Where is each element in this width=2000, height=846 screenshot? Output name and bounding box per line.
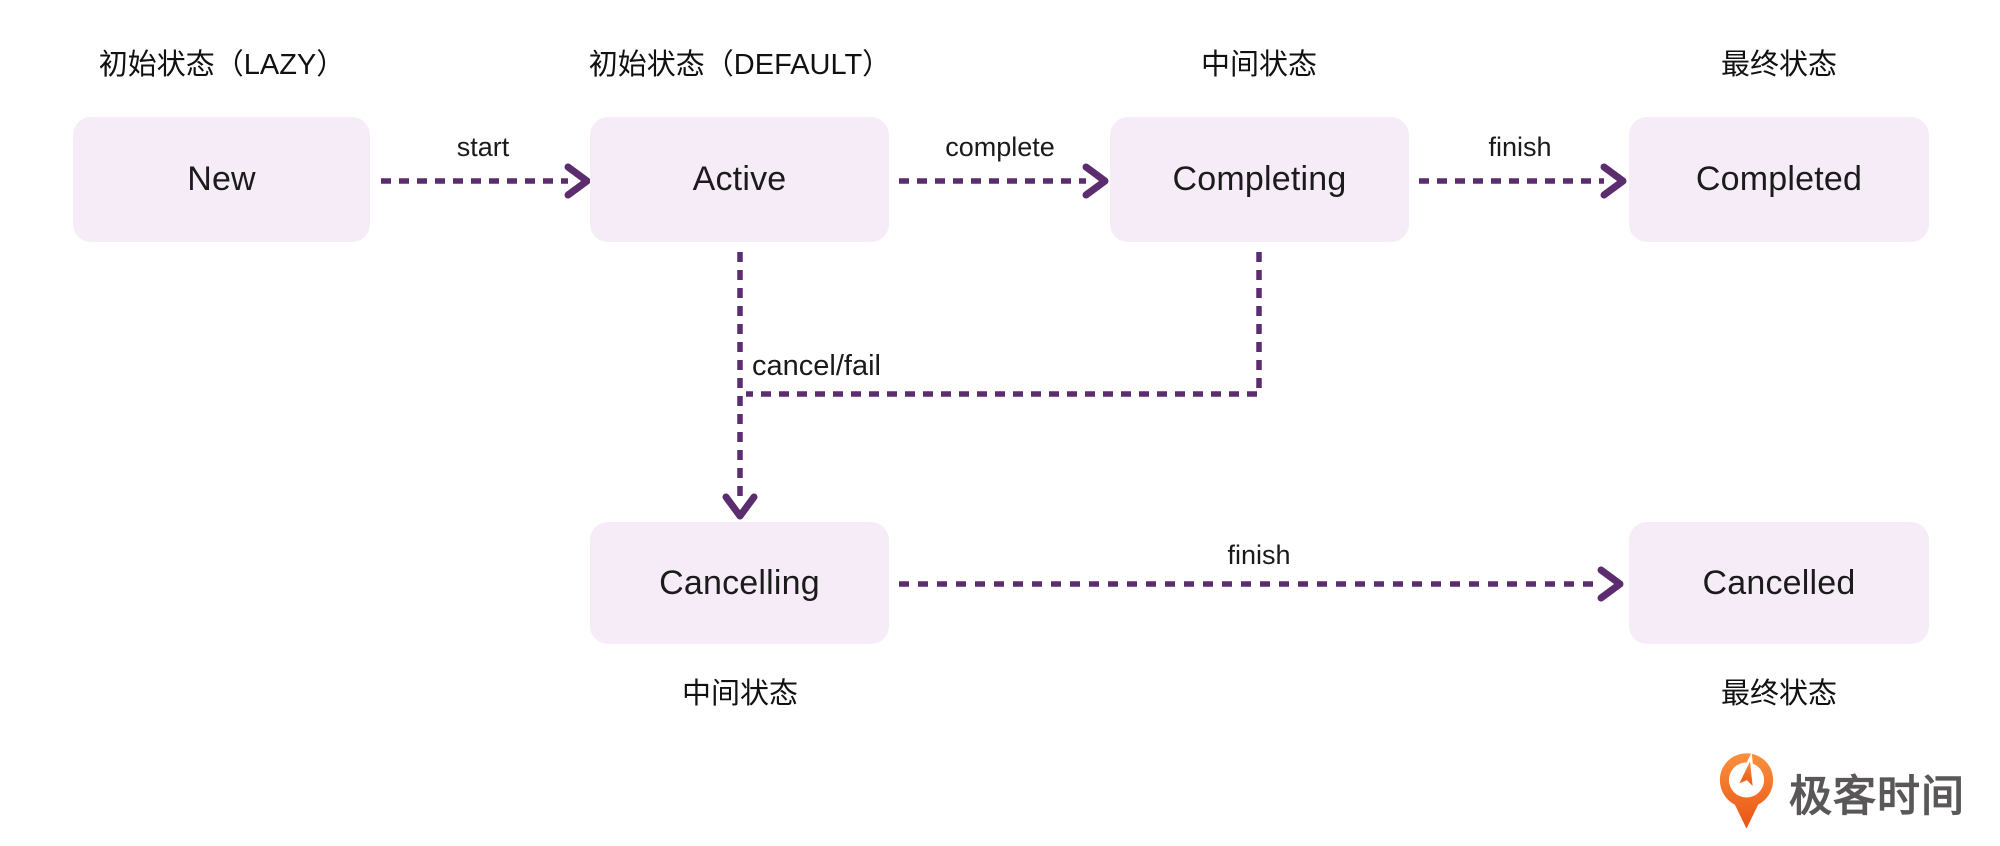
caption-initial-lazy: 初始状态（LAZY） [98,49,346,81]
geektime-logo-text: 极客时间 [1789,773,1965,821]
state-label: Completed [1695,160,1863,198]
caption-final-bottom: 最终状态 [1720,678,1838,710]
edge-label-complete: complete [945,132,1055,162]
state-label: Cancelled [1702,563,1856,602]
caption-initial-default: 初始状态（DEFAULT） [588,49,892,81]
arrowhead-right-icon [1600,163,1627,199]
state-label: New [187,160,256,198]
caption-intermediate-bottom: 中间状态 [681,678,799,710]
caption-intermediate-top: 中间状态 [1200,49,1318,81]
state-node-cancelling: Cancelling [590,522,889,644]
caption-final-top: 最终状态 [1720,49,1838,81]
state-node-cancelled: Cancelled [1629,522,1929,644]
state-node-completed: Completed [1629,117,1929,242]
state-node-new: New [73,117,370,242]
edge-label-cancel-fail: cancel/fail [752,350,881,382]
arrowhead-right-icon [1597,566,1624,602]
geektime-logo: 极客时间 [1718,750,1965,836]
state-label: Cancelling [659,563,820,602]
state-label: Completing [1172,160,1347,198]
geektime-pin-icon [1719,752,1774,829]
arrowhead-right-icon [564,163,591,199]
state-node-active: Active [590,117,889,242]
edge-label-finish-bottom: finish [1227,540,1291,570]
state-node-completing: Completing [1110,117,1409,242]
edge-label-finish-top: finish [1488,132,1552,162]
arrowhead-down-icon [722,493,758,520]
state-label: Active [692,160,787,198]
edge-label-start: start [456,132,510,162]
arrowhead-right-icon [1082,163,1109,199]
